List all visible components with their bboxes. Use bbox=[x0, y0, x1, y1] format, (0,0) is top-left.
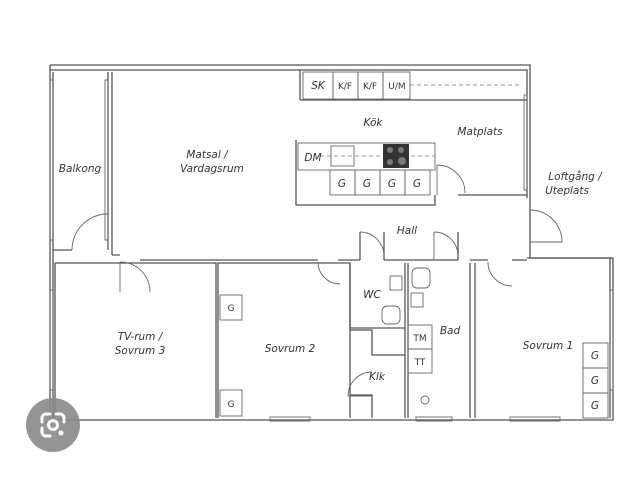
room-labels: Balkong Matsal / Vardagsrum Kök Matplats… bbox=[59, 117, 603, 383]
label-matplats: Matplats bbox=[457, 126, 503, 138]
label-g: G bbox=[591, 400, 599, 412]
fixture-labels: SK K/F K/F U/M DM G G G G G G G G G TM T… bbox=[228, 80, 600, 412]
label-wc: WC bbox=[363, 289, 381, 301]
label-kok: Kök bbox=[363, 117, 383, 129]
stove-icon bbox=[383, 144, 409, 168]
label-um: U/M bbox=[388, 82, 405, 92]
doors bbox=[71, 164, 563, 397]
label-g: G bbox=[363, 178, 371, 190]
kitchen-fixtures bbox=[219, 71, 609, 419]
label-kf: K/F bbox=[338, 82, 352, 92]
sink-icon bbox=[330, 145, 355, 167]
label-kf: K/F bbox=[363, 82, 377, 92]
label-uteplats: Uteplats bbox=[545, 185, 589, 197]
label-bad: Bad bbox=[440, 325, 461, 337]
label-sk: SK bbox=[311, 80, 326, 92]
label-balkong: Balkong bbox=[59, 163, 102, 175]
label-tt: TT bbox=[414, 358, 426, 368]
label-dm: DM bbox=[304, 152, 321, 164]
label-g: G bbox=[228, 400, 235, 410]
label-g: G bbox=[413, 178, 421, 190]
windows bbox=[49, 79, 614, 422]
label-g: G bbox=[228, 304, 235, 314]
label-sovrum2: Sovrum 2 bbox=[265, 343, 316, 355]
google-lens-icon[interactable] bbox=[26, 398, 80, 452]
label-sovrum1: Sovrum 1 bbox=[523, 340, 574, 352]
label-tvrum: TV-rum / bbox=[118, 331, 164, 343]
label-g: G bbox=[591, 350, 599, 362]
label-vardagsrum: Vardagsrum bbox=[180, 163, 244, 175]
walls bbox=[49, 64, 614, 421]
label-klk: Klk bbox=[369, 371, 386, 383]
label-sovrum3: Sovrum 3 bbox=[115, 345, 166, 357]
label-g: G bbox=[338, 178, 346, 190]
label-hall: Hall bbox=[397, 225, 417, 237]
label-g: G bbox=[591, 375, 599, 387]
label-g: G bbox=[388, 178, 396, 190]
label-tm: TM bbox=[412, 334, 426, 344]
label-loftgang: Loftgång / bbox=[548, 170, 603, 183]
label-matsal: Matsal / bbox=[186, 149, 229, 161]
